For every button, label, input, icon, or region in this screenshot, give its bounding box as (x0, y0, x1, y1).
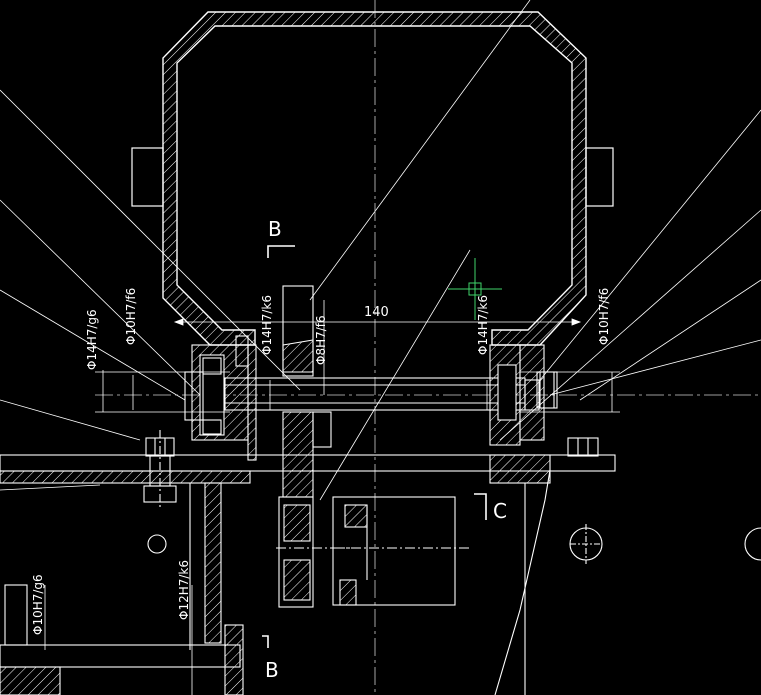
fit-label-5: Φ14H7/k6 (476, 295, 490, 355)
crosshair-cursor-icon[interactable] (448, 258, 502, 320)
bolt-right (567, 437, 599, 457)
fit-label-2: Φ10H7/f6 (124, 288, 138, 345)
fit-label-7: Φ12H7/k6 (177, 560, 191, 620)
fit-label-1: Φ14H7/g6 (85, 309, 99, 370)
holes (147, 524, 761, 564)
view-label-c: C (493, 499, 507, 523)
fit-label-3: Φ14H7/k6 (260, 295, 274, 355)
view-marker-b-top: B (267, 217, 295, 258)
fit-label-6: Φ10H7/f6 (597, 288, 611, 345)
base-frame (0, 454, 616, 695)
view-marker-c: C (474, 493, 507, 523)
view-label-b-bottom: B (265, 658, 279, 682)
cylinder-block (332, 496, 470, 606)
dimension-140: 140 (364, 305, 389, 320)
gear-column (276, 285, 350, 608)
upper-housing (131, 11, 614, 346)
fit-label-4: Φ8H7/f6 (314, 315, 328, 365)
bolt-left (143, 430, 177, 510)
view-label-b-top: B (268, 217, 282, 241)
left-bearing-assembly (184, 335, 257, 461)
dimension-lines (44, 300, 620, 695)
leader-lines (0, 0, 761, 501)
fit-label-8: Φ10H7/g6 (31, 574, 45, 635)
view-marker-b-bottom: B (262, 635, 279, 682)
lower-left-shaft (0, 584, 244, 695)
